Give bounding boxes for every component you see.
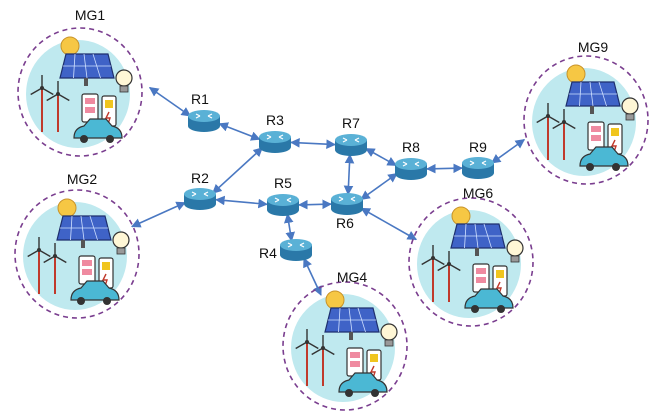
electric-car-icon bbox=[464, 288, 514, 313]
wind-turbine-icon bbox=[30, 75, 54, 132]
wind-turbine-icon bbox=[295, 329, 319, 386]
cluster-boundary bbox=[408, 197, 534, 327]
sun-icon bbox=[451, 206, 471, 226]
router-r9: R9 bbox=[462, 139, 494, 179]
link-r2-r5 bbox=[215, 195, 268, 209]
light-bulb-icon bbox=[112, 231, 130, 255]
battery-storage-icon bbox=[78, 255, 96, 285]
link-r1-r3 bbox=[218, 122, 261, 141]
router-label: R7 bbox=[342, 115, 360, 131]
sun-icon bbox=[325, 290, 345, 310]
wind-turbine-icon bbox=[311, 335, 335, 386]
router-r2: R2 bbox=[184, 170, 216, 210]
router-label: R9 bbox=[469, 139, 487, 155]
router-label: R5 bbox=[274, 175, 292, 191]
router-icon bbox=[267, 194, 299, 216]
battery-storage-icon bbox=[472, 263, 490, 293]
sun-icon bbox=[57, 198, 77, 218]
solar-panel-icon bbox=[565, 81, 621, 114]
link-r4-mg4 bbox=[303, 257, 322, 296]
router-r1: R1 bbox=[188, 91, 220, 132]
wind-turbine-icon bbox=[421, 245, 445, 302]
router-r8: R8 bbox=[395, 139, 427, 180]
microgrid-mg1: MG1 bbox=[17, 7, 143, 157]
sun-icon bbox=[566, 64, 586, 84]
wind-turbine-icon bbox=[46, 81, 70, 132]
router-label: R6 bbox=[336, 215, 354, 231]
link-r6-mg6 bbox=[360, 207, 418, 241]
link-mg2-r2 bbox=[131, 201, 186, 228]
wind-turbine-icon bbox=[27, 237, 51, 294]
solar-panel-icon bbox=[324, 307, 380, 340]
link-r8-r9 bbox=[426, 163, 463, 174]
link-mg1-r1 bbox=[148, 86, 192, 117]
light-bulb-icon bbox=[115, 69, 133, 93]
router-icon bbox=[462, 157, 494, 179]
router-icon bbox=[188, 110, 220, 132]
cluster-boundary bbox=[14, 189, 140, 319]
microgrid-label: MG9 bbox=[578, 39, 609, 55]
router-r3: R3 bbox=[259, 112, 291, 153]
router-label: R3 bbox=[266, 112, 284, 128]
microgrid-mg6: MG6 bbox=[408, 185, 534, 327]
router-label: R4 bbox=[259, 245, 277, 261]
router-label: R1 bbox=[191, 91, 209, 107]
router-r6: R6 bbox=[331, 193, 363, 231]
microgrid-mg4: MG4 bbox=[282, 269, 408, 411]
electric-car-icon bbox=[338, 372, 388, 397]
solar-panel-icon bbox=[59, 53, 115, 86]
link-r7-r8 bbox=[365, 147, 397, 167]
router-r7: R7 bbox=[335, 115, 367, 156]
link-r5-r4 bbox=[284, 213, 295, 242]
router-icon bbox=[184, 188, 216, 210]
battery-storage-icon bbox=[346, 347, 364, 377]
link-r3-r7 bbox=[290, 138, 336, 149]
router-icon bbox=[331, 193, 363, 215]
router-icon bbox=[259, 131, 291, 153]
microgrid-label: MG4 bbox=[337, 269, 368, 285]
link-r6-r8 bbox=[360, 172, 398, 201]
solar-panel-icon bbox=[56, 215, 112, 248]
electric-car-icon bbox=[70, 280, 120, 305]
microgrid-label: MG2 bbox=[67, 171, 98, 187]
battery-storage-icon bbox=[587, 121, 605, 151]
router-icon bbox=[335, 134, 367, 156]
wind-turbine-icon bbox=[536, 103, 560, 160]
router-r4: R4 bbox=[259, 239, 312, 261]
light-bulb-icon bbox=[380, 323, 398, 347]
microgrid-mg2: MG2 bbox=[14, 171, 140, 319]
microgrid-label: MG1 bbox=[75, 7, 106, 23]
cluster-boundary bbox=[523, 55, 649, 185]
cluster-boundary bbox=[17, 27, 143, 157]
battery-storage-icon bbox=[81, 93, 99, 123]
microgrid-mg9: MG9 bbox=[523, 39, 649, 185]
links-layer bbox=[131, 86, 526, 296]
light-bulb-icon bbox=[621, 97, 639, 121]
router-icon bbox=[280, 239, 312, 261]
sun-icon bbox=[60, 36, 80, 56]
link-r5-r6 bbox=[298, 199, 332, 210]
link-r9-mg9 bbox=[490, 138, 526, 164]
router-icon bbox=[395, 158, 427, 180]
wind-turbine-icon bbox=[437, 251, 461, 302]
wind-turbine-icon bbox=[552, 109, 576, 160]
link-r7-r6 bbox=[343, 153, 355, 196]
router-r5: R5 bbox=[267, 175, 299, 216]
solar-panel-icon bbox=[450, 223, 506, 256]
wind-turbine-icon bbox=[43, 243, 67, 294]
microgrid-label: MG6 bbox=[463, 185, 494, 201]
electric-car-icon bbox=[73, 118, 123, 143]
link-r2-r3 bbox=[211, 147, 264, 194]
cluster-boundary bbox=[282, 281, 408, 411]
router-label: R2 bbox=[191, 170, 209, 186]
router-label: R8 bbox=[402, 139, 420, 155]
light-bulb-icon bbox=[506, 239, 524, 263]
electric-car-icon bbox=[579, 146, 629, 171]
